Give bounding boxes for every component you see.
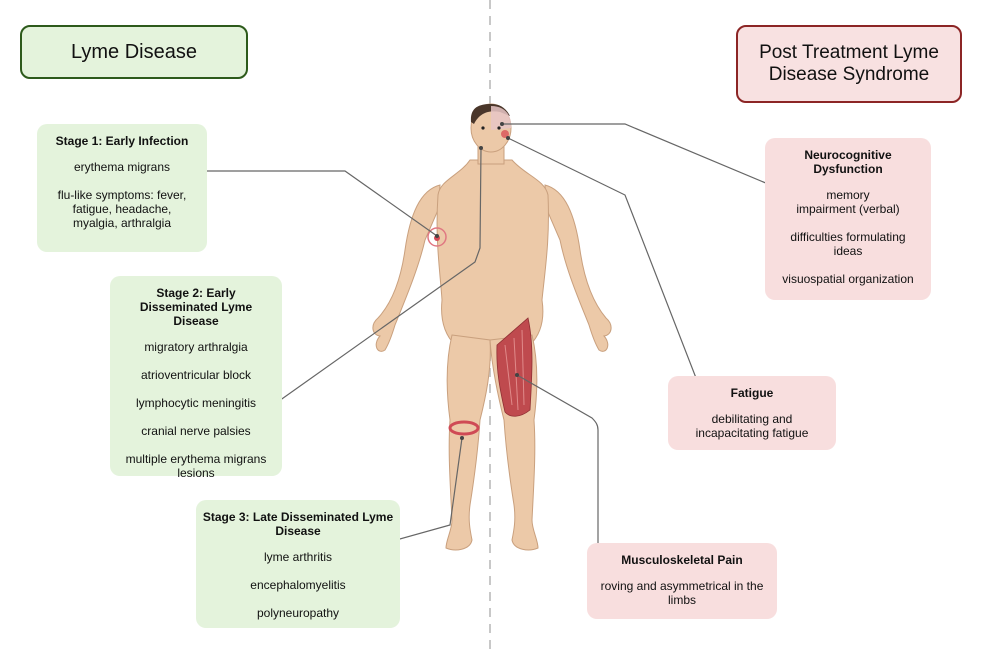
right-arm <box>544 184 612 352</box>
neurocognitive-dysfunction-card: Neurocognitive Dysfunction memory impair… <box>765 138 931 300</box>
symptom-heading: Neurocognitive Dysfunction <box>804 148 892 176</box>
leader-memory-impairment <box>502 123 793 195</box>
symptom-item: atrioventricular block <box>140 368 252 382</box>
leader-musculoskeletal-pain <box>516 374 599 580</box>
leader-erythema-migrans <box>176 170 438 237</box>
symptom-item: memory impairment (verbal) <box>796 188 900 216</box>
left-leg <box>445 334 491 551</box>
leader-cranial-nerve-palsies <box>254 147 482 419</box>
left-eye <box>481 126 485 130</box>
symptom-heading: Musculoskeletal Pain <box>621 553 743 567</box>
stage-heading: Stage 1: Early Infection <box>55 134 189 148</box>
erythema-migrans-rash <box>427 227 447 247</box>
symptom-item: difficulties formulating ideas <box>790 230 906 258</box>
ptlds-title: Post Treatment Lyme Disease Syndrome <box>736 25 962 103</box>
symptom-item: polyneuropathy <box>256 606 340 620</box>
symptom-item: erythema migrans <box>73 160 171 174</box>
symptom-item: lyme arthritis <box>263 550 332 564</box>
symptom-item: roving and asymmetrical in the limbs <box>600 579 764 607</box>
symptom-item: lymphocytic meningitis <box>135 396 257 410</box>
knee-joint-inflamed <box>448 420 480 436</box>
brain-overlay <box>491 106 512 130</box>
lyme-disease-title-text: Lyme Disease <box>71 40 197 63</box>
stage-3-card: Stage 3: Late Disseminated Lyme Disease … <box>196 500 400 628</box>
left-arm <box>372 184 441 352</box>
leader-dots <box>435 122 519 440</box>
leader-lines <box>176 123 793 580</box>
symptom-item: visuospatial organization <box>782 272 914 286</box>
symptom-heading: Fatigue <box>730 386 774 400</box>
right-eye <box>497 126 501 130</box>
symptom-item: cranial nerve palsies <box>141 424 251 438</box>
torso <box>436 159 549 346</box>
fatigue-card: Fatigue debilitating and incapacitating … <box>668 376 836 450</box>
stage-1-card: Stage 1: Early Infection erythema migran… <box>37 124 207 252</box>
stage-heading: Stage 3: Late Disseminated Lyme Disease <box>202 510 394 538</box>
eye-inflammation <box>501 130 509 138</box>
leader-fatigue <box>507 137 711 415</box>
stage-2-card: Stage 2: Early Disseminated Lyme Disease… <box>110 276 282 480</box>
musculoskeletal-pain-card: Musculoskeletal Pain roving and asymmetr… <box>587 543 777 619</box>
symptom-item: debilitating and incapacitating fatigue <box>695 412 809 440</box>
stage-heading: Stage 2: Early Disseminated Lyme Disease <box>139 286 253 328</box>
symptom-item: multiple erythema migrans lesions <box>125 452 267 480</box>
ptlds-title-text: Post Treatment Lyme Disease Syndrome <box>759 42 939 85</box>
symptom-item: flu-like symptoms: fever, fatigue, heada… <box>57 188 187 230</box>
symptom-item: migratory arthralgia <box>144 340 248 354</box>
lyme-disease-title: Lyme Disease <box>20 25 248 79</box>
symptom-item: encephalomyelitis <box>250 578 346 592</box>
